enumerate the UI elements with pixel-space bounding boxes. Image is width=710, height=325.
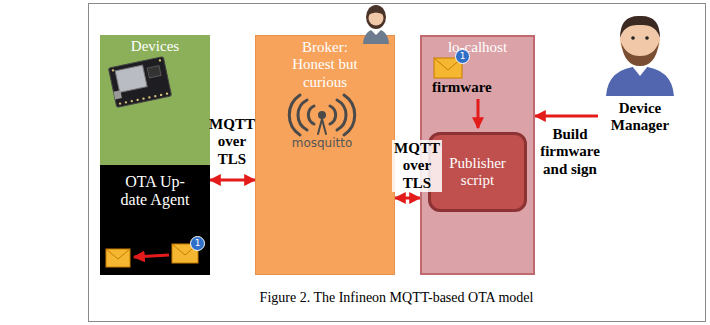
- edge-label: MQTT over TLS: [208, 116, 256, 168]
- connector-arrow: [395, 197, 420, 200]
- node-text: Device Manager: [598, 100, 682, 135]
- received-envelope: [106, 249, 130, 267]
- esp32-board: [108, 57, 171, 108]
- node-text: lo-calhost: [428, 39, 528, 56]
- mosquitto-logo: [289, 95, 354, 135]
- node-text: Devices: [105, 38, 205, 55]
- node-text: Broker: Honest but curious: [280, 39, 370, 91]
- node-text: OTA Up-date Agent: [113, 173, 197, 210]
- broker-panel: Broker: Honest but curious: [255, 35, 395, 275]
- flow-arrow: [477, 99, 480, 128]
- flow-arrow: [134, 255, 169, 257]
- figure-frame: [89, 4, 706, 322]
- actor-figure: Device Manager: [598, 5, 682, 155]
- edge-label: MQTT over TLS: [392, 140, 442, 192]
- edge-label: Build firmware and sign: [537, 126, 603, 178]
- connector-arrow: [210, 179, 255, 182]
- file-label: firmware: [432, 79, 512, 96]
- process-box: Publisher script: [428, 132, 527, 212]
- broker-person-icon: [363, 5, 389, 44]
- node-text: Publisher script: [435, 155, 520, 190]
- logo-text: mosquitto: [277, 137, 367, 151]
- agent-box: OTA Up-date Agent: [100, 165, 210, 275]
- callout-number: 1: [455, 49, 470, 64]
- device-manager-icon: [606, 16, 674, 96]
- callout-number: 1: [190, 236, 205, 251]
- figure-caption: Figure 2. The Infineon MQTT-based OTA mo…: [88, 290, 705, 306]
- connector-arrow: [535, 115, 598, 118]
